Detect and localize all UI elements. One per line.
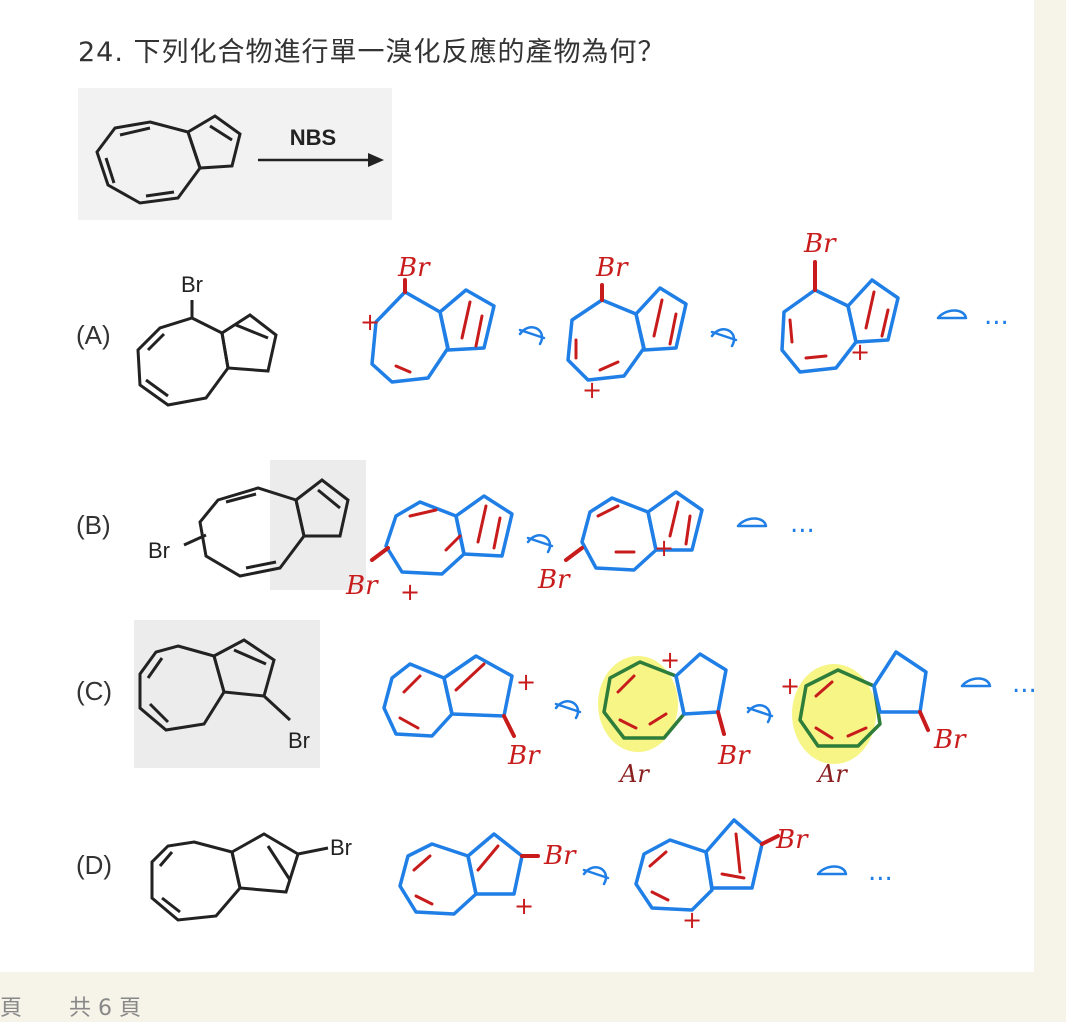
azulene-structure <box>95 114 242 205</box>
plus-b2: + <box>654 534 674 562</box>
row-a-resonance <box>370 260 968 384</box>
option-b-br: Br <box>148 538 170 563</box>
plus-c2: + <box>660 646 680 674</box>
option-d-label: (D) <box>76 850 113 880</box>
hw-br-c1: Br <box>507 741 541 771</box>
row-c-resonance <box>382 650 992 764</box>
ellipsis-d: ... <box>868 857 893 887</box>
plus-d2: + <box>682 906 702 934</box>
ellipsis-c: ... <box>1012 669 1037 699</box>
hw-ar-1: Ar <box>618 760 650 788</box>
reagent-label: NBS <box>290 125 336 150</box>
handwritten-annotations <box>370 260 992 916</box>
plus-c1: + <box>516 668 536 696</box>
option-b-structure <box>183 478 350 578</box>
option-c-cross-bg <box>134 620 320 768</box>
plus-a2: + <box>582 376 602 404</box>
plus-a3: + <box>850 338 870 366</box>
hw-br-b1: Br <box>345 571 379 601</box>
ellipsis-b: ... <box>790 509 815 539</box>
ellipsis-a: ... <box>984 301 1009 331</box>
hw-br-a3: Br <box>803 229 837 259</box>
row-d-resonance <box>398 818 848 916</box>
plus-b1: + <box>400 578 420 606</box>
option-c-structure <box>138 638 292 732</box>
hw-br-c2: Br <box>717 741 751 771</box>
option-c-br: Br <box>288 728 310 753</box>
reaction-arrow <box>258 153 384 167</box>
page-total: 共 6 頁 <box>69 996 141 1021</box>
option-a-label: (A) <box>76 320 111 350</box>
hw-br-a2: Br <box>595 253 629 283</box>
option-b-label: (B) <box>76 510 111 540</box>
option-a-br: Br <box>181 272 203 297</box>
plus-c3: + <box>780 672 800 700</box>
option-d-br: Br <box>330 835 352 860</box>
plus-d1: + <box>514 892 534 920</box>
plus-a1: + <box>360 308 380 336</box>
hw-br-d1: Br <box>543 841 577 871</box>
hw-br-a1: Br <box>397 253 431 283</box>
option-a-structure <box>136 300 278 407</box>
option-c-label: (C) <box>76 676 113 706</box>
hw-br-d2: Br <box>775 825 809 855</box>
question-text: 24. 下列化合物進行單一溴化反應的產物為何？ <box>78 37 666 68</box>
hw-br-c3: Br <box>933 725 967 755</box>
page-footer: 頁 共 6 頁 <box>0 990 181 1022</box>
aromatic-labels: Ar Ar <box>618 760 848 788</box>
hw-br-b2: Br <box>537 565 571 595</box>
hw-ar-2: Ar <box>816 760 848 788</box>
carbocation-marks: + + + + + + + + + + <box>360 308 870 934</box>
ellipsis-marks: ... ... ... ... <box>790 301 1037 887</box>
row-b-resonance <box>370 490 768 576</box>
page-indicator: 頁 <box>0 996 23 1021</box>
option-d-structure <box>150 832 329 922</box>
handwritten-labels: Br Br Br Br Br Br Br Br Br Br <box>345 229 967 871</box>
